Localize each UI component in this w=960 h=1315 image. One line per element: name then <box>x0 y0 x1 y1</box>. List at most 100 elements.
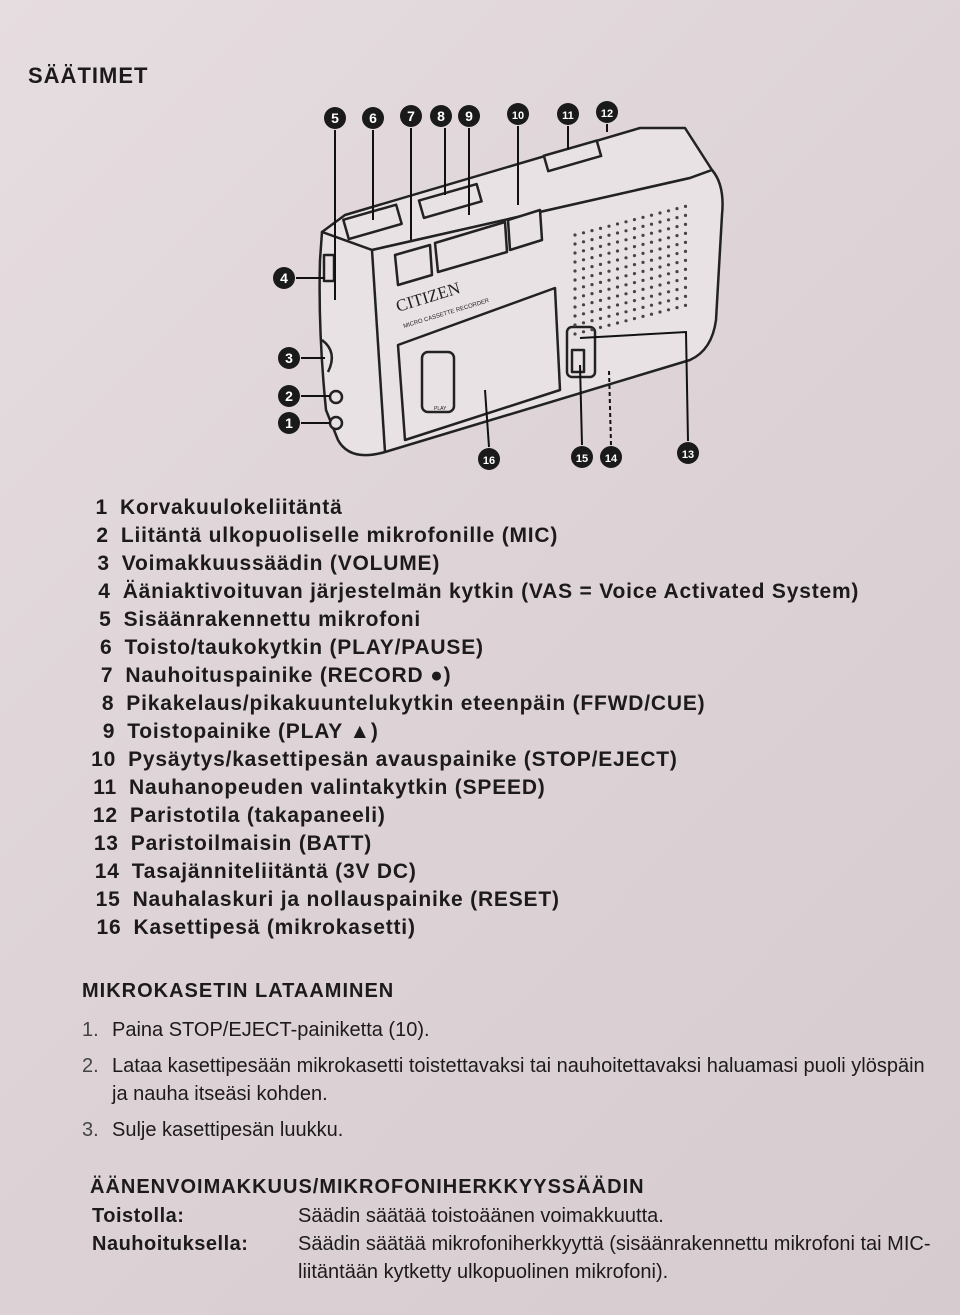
loading-heading: MIKROKASETIN LATAAMINEN <box>82 980 395 1002</box>
mode-description: Säädin säätää mikrofoniherkkyyttä (sisää… <box>298 1233 931 1283</box>
callout-16: 16 <box>478 448 500 470</box>
callout-marker <box>458 105 480 127</box>
reset-button <box>570 348 586 374</box>
callout-13: 13 <box>677 442 699 464</box>
callout-number: 10 <box>512 110 524 122</box>
item-label: Sisäänrakennettu mikrofoni <box>123 608 421 631</box>
volume-row: Toistolla: Säädin säätää toistoäänen voim… <box>92 1202 952 1230</box>
item-label: Paristotila (takapaneeli) <box>129 804 386 827</box>
item-number: 1 <box>95 496 108 519</box>
callout-marker <box>273 267 295 289</box>
item-label: Nauhanopeuden valintakytkin (SPEED) <box>129 776 546 799</box>
mode-label: Toistolla: <box>92 1205 185 1227</box>
item-number: 10 <box>91 748 117 771</box>
item-label: Nauhoituspainike (RECORD ●) <box>125 664 452 687</box>
record-button <box>393 243 434 287</box>
speaker-grille <box>573 204 688 336</box>
step-text: Paina STOP/EJECT-painiketta (10). <box>112 1019 430 1041</box>
stop-eject-button <box>506 208 544 252</box>
callout-15: 15 <box>571 446 593 468</box>
recorder-diagram: CITIZEN MICRO CASSETTE RECORDER PLAY 123… <box>273 101 724 470</box>
list-item: 8 Pikakelaus/pikakuuntelukytkin eteenpäin… <box>76 690 950 718</box>
callout-marker <box>278 385 300 407</box>
callout-11: 11 <box>557 103 579 125</box>
callout-marker <box>596 101 618 123</box>
callout-marker <box>677 442 699 464</box>
callout-number: 9 <box>465 108 473 124</box>
leader-lines <box>296 124 689 448</box>
mode-description: Säädin säätää toistoäänen voimakkuutta. <box>298 1205 664 1227</box>
callout-marker <box>430 105 452 127</box>
callout-marker <box>478 448 500 470</box>
callout-marker <box>362 107 384 129</box>
cassette-window <box>420 350 456 414</box>
callout-number: 8 <box>437 108 445 124</box>
list-item: 11 Nauhanopeuden valintakytkin (SPEED) <box>79 774 950 802</box>
callout-number: 4 <box>280 270 288 286</box>
volume-heading: ÄÄNENVOIMAKKUUS/MIKROFONIHERKKYYSSÄÄDIN <box>90 1176 645 1198</box>
callout-number: 3 <box>285 350 293 366</box>
ffwd-switch <box>417 182 483 220</box>
section-title: SÄÄTIMET <box>28 63 149 88</box>
item-number: 5 <box>99 608 112 631</box>
step-text: Lataa kasettipesään mikrokasetti toistet… <box>112 1055 925 1105</box>
item-number: 13 <box>93 832 119 855</box>
callout-marker <box>571 446 593 468</box>
callout-number: 14 <box>605 453 618 465</box>
callout-number: 6 <box>369 110 377 126</box>
step-item: 1.Paina STOP/EJECT-painiketta (10). <box>82 1016 942 1044</box>
callout-2: 2 <box>278 385 300 407</box>
callout-marker <box>507 103 529 125</box>
item-number: 15 <box>95 888 121 911</box>
callout-number: 16 <box>483 455 495 467</box>
callout-12: 12 <box>596 101 618 123</box>
volume-table: Toistolla: Säädin säätää toistoäänen voim… <box>92 1202 952 1286</box>
vas-switch <box>322 253 336 283</box>
step-number: 2. <box>82 1055 99 1077</box>
callout-marker <box>400 105 422 127</box>
item-label: Toistopainike (PLAY ▲) <box>127 720 379 743</box>
item-label: Pikakelaus/pikakuuntelukytkin eteenpäin … <box>126 692 706 715</box>
list-item: 5 Sisäänrakennettu mikrofoni <box>74 606 950 634</box>
play-pause-switch <box>342 203 403 241</box>
list-item: 15 Nauhalaskuri ja nollauspainike (RESET) <box>83 886 950 914</box>
item-number: 14 <box>94 860 120 883</box>
item-label: Voimakkuussäädin (VOLUME) <box>121 552 441 575</box>
callout-4: 4 <box>273 267 295 289</box>
loading-steps: 1.Paina STOP/EJECT-painiketta (10). 2. Lat… <box>82 1016 942 1152</box>
item-label: Paristoilmaisin (BATT) <box>130 832 373 855</box>
volume-row: Nauhoituksella:Säädin säätää mikrofonihe… <box>92 1230 952 1286</box>
callout-number: 15 <box>576 453 588 465</box>
list-item: 7 Nauhoituspainike (RECORD ●) <box>75 662 950 690</box>
speed-switch <box>542 139 603 173</box>
list-item: 13 Paristoilmaisin (BATT) <box>81 830 950 858</box>
item-number: 4 <box>98 580 111 603</box>
callout-marker <box>278 412 300 434</box>
mic-jack <box>328 389 344 405</box>
item-label: Nauhalaskuri ja nollauspainike (RESET) <box>132 888 560 911</box>
callout-marker <box>600 446 622 468</box>
list-item: 9 Toistopainike (PLAY ▲) <box>77 718 950 746</box>
callout-1: 1 <box>278 412 300 434</box>
callout-number: 12 <box>601 108 613 120</box>
item-label: Kasettipesä (mikrokasetti) <box>133 916 416 939</box>
callout-number: 13 <box>682 449 694 461</box>
item-number: 9 <box>102 720 116 743</box>
callout-8: 8 <box>430 105 452 127</box>
callout-number: 11 <box>562 110 574 122</box>
item-number: 2 <box>96 524 109 547</box>
item-number: 7 <box>100 664 114 687</box>
item-number: 8 <box>101 692 115 715</box>
item-number: 6 <box>100 636 113 659</box>
callout-number: 5 <box>331 110 339 126</box>
callout-9: 9 <box>458 105 480 127</box>
step-number: 3. <box>82 1119 99 1141</box>
play-button <box>433 220 509 274</box>
item-number: 11 <box>93 776 117 799</box>
